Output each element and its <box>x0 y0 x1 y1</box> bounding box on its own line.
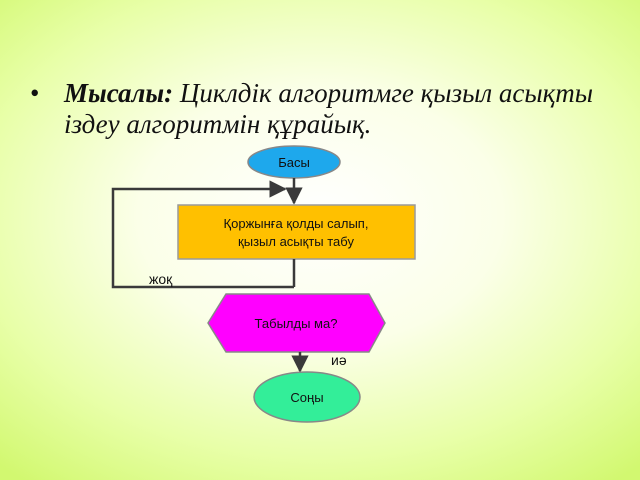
end-node <box>253 371 361 423</box>
no-label: жоқ <box>149 271 173 287</box>
decision-node <box>207 293 386 353</box>
example-label: Мысалы: <box>64 78 174 108</box>
process-node <box>177 204 416 260</box>
loop-back-line <box>111 180 294 289</box>
bullet-dot: • <box>30 78 40 108</box>
end-label: Соңы <box>290 390 323 405</box>
process-label-line2: қызыл асықты табу <box>238 234 354 249</box>
start-label: Басы <box>278 155 310 170</box>
example-text: Циклдік алгоритмге қызыл асықты іздеу ал… <box>64 78 594 139</box>
example-text-block: Мысалы: Циклдік алгоритмге қызыл асықты … <box>64 78 604 140</box>
yes-label: иә <box>331 352 347 368</box>
process-label-line1: Қоржынға қолды салып, <box>224 216 369 231</box>
decision-label: Табылды ма? <box>255 316 338 331</box>
